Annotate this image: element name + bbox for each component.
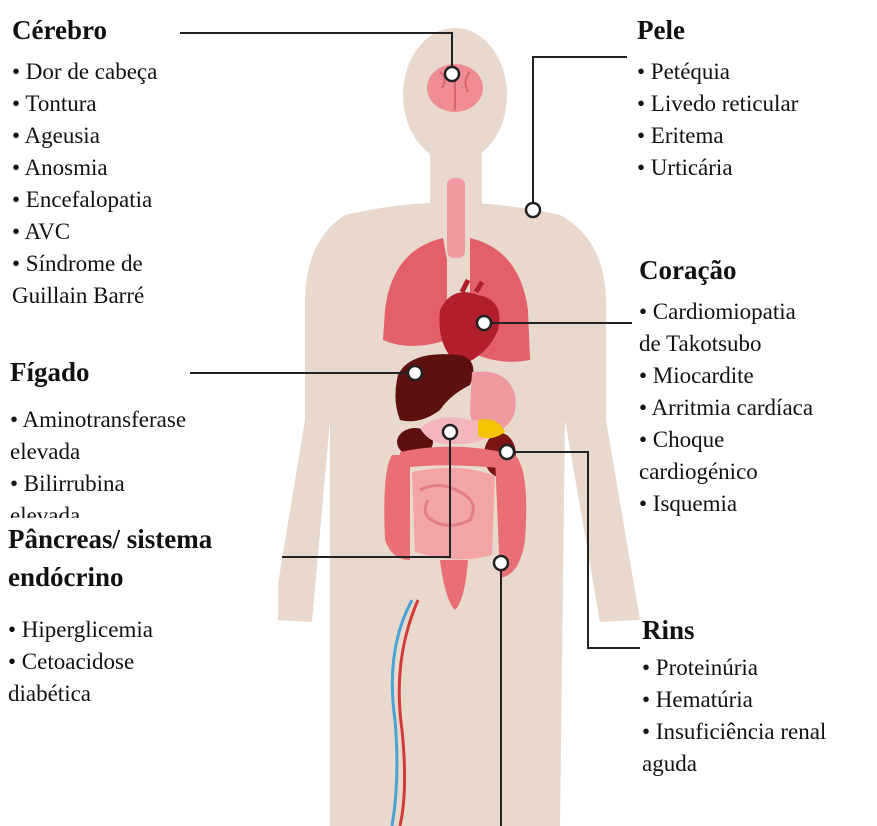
brain-item: • Dor de cabeça: [12, 56, 272, 88]
kidneys-section: Rins • Proteinúria • Hematúria • Insufic…: [642, 614, 874, 780]
pancreas-title-line2: endócrino: [8, 558, 278, 596]
skin-dot: [526, 203, 540, 217]
heart-item: • Isquemia: [639, 488, 874, 520]
brain-item: Guillain Barré: [12, 280, 272, 312]
trachea: [447, 178, 465, 258]
pancreas-item: • Hiperglicemia: [8, 614, 278, 646]
kidneys-item: • Hematúria: [642, 684, 874, 716]
liver-title: Fígado: [10, 356, 250, 388]
heart-section: Coração • Cardiomiopatia de Takotsubo • …: [639, 254, 874, 520]
heart-item: de Takotsubo: [639, 328, 874, 360]
liver-item: • Aminotransferase: [10, 404, 250, 436]
heart-items: • Cardiomiopatia de Takotsubo • Miocardi…: [639, 296, 874, 520]
liver-items: • Aminotransferase elevada • Bilirrubina…: [10, 404, 250, 518]
liver-item: • Bilirrubina: [10, 468, 250, 500]
heart-item: • Choque: [639, 424, 874, 456]
brain-section: Cérebro • Dor de cabeça • Tontura • Ageu…: [12, 14, 272, 312]
brain-items: • Dor de cabeça • Tontura • Ageusia • An…: [12, 56, 272, 312]
skin-item: • Petéquia: [637, 56, 872, 88]
pancreas-title-line1: Pâncreas/ sistema: [8, 520, 278, 558]
skin-title: Pele: [637, 14, 872, 46]
kidney-dot: [500, 445, 514, 459]
kidneys-item: aguda: [642, 748, 874, 780]
liver-section: Fígado • Aminotransferase elevada • Bili…: [10, 356, 250, 518]
kidneys-item: • Proteinúria: [642, 652, 874, 684]
liver-dot: [408, 366, 422, 380]
pancreas-dot: [443, 425, 457, 439]
pancreas-section: Pâncreas/ sistema endócrino • Hiperglice…: [8, 520, 278, 710]
pancreas-items: • Hiperglicemia • Cetoacidose diabética: [8, 614, 278, 710]
heart-item: • Arritmia cardíaca: [639, 392, 874, 424]
heart-dot: [477, 316, 491, 330]
skin-item: • Eritema: [637, 120, 872, 152]
brain-item: • Ageusia: [12, 120, 272, 152]
skin-connector: [533, 57, 627, 210]
brain-item: • Tontura: [12, 88, 272, 120]
kidneys-title: Rins: [642, 614, 874, 646]
liver-item: elevada: [10, 500, 250, 518]
pancreas-item: • Cetoacidose: [8, 646, 278, 678]
colon-dot: [494, 556, 508, 570]
kidneys-items: • Proteinúria • Hematúria • Insuficiênci…: [642, 652, 874, 780]
skin-items: • Petéquia • Livedo reticular • Eritema …: [637, 56, 872, 184]
brain-dot: [445, 67, 459, 81]
liver-item: elevada: [10, 436, 250, 468]
heart-title: Coração: [639, 254, 874, 286]
heart-item: cardiogénico: [639, 456, 874, 488]
kidneys-item: • Insuficiência renal: [642, 716, 874, 748]
heart-item: • Cardiomiopatia: [639, 296, 874, 328]
heart-item: • Miocardite: [639, 360, 874, 392]
brain-title: Cérebro: [12, 14, 272, 46]
brain-item: • Encefalopatia: [12, 184, 272, 216]
brain-item: • Síndrome de: [12, 248, 272, 280]
brain-item: • Anosmia: [12, 152, 272, 184]
brain-item: • AVC: [12, 216, 272, 248]
pancreas-item: diabética: [8, 678, 278, 710]
skin-section: Pele • Petéquia • Livedo reticular • Eri…: [637, 14, 872, 184]
skin-item: • Livedo reticular: [637, 88, 872, 120]
skin-item: • Urticária: [637, 152, 872, 184]
